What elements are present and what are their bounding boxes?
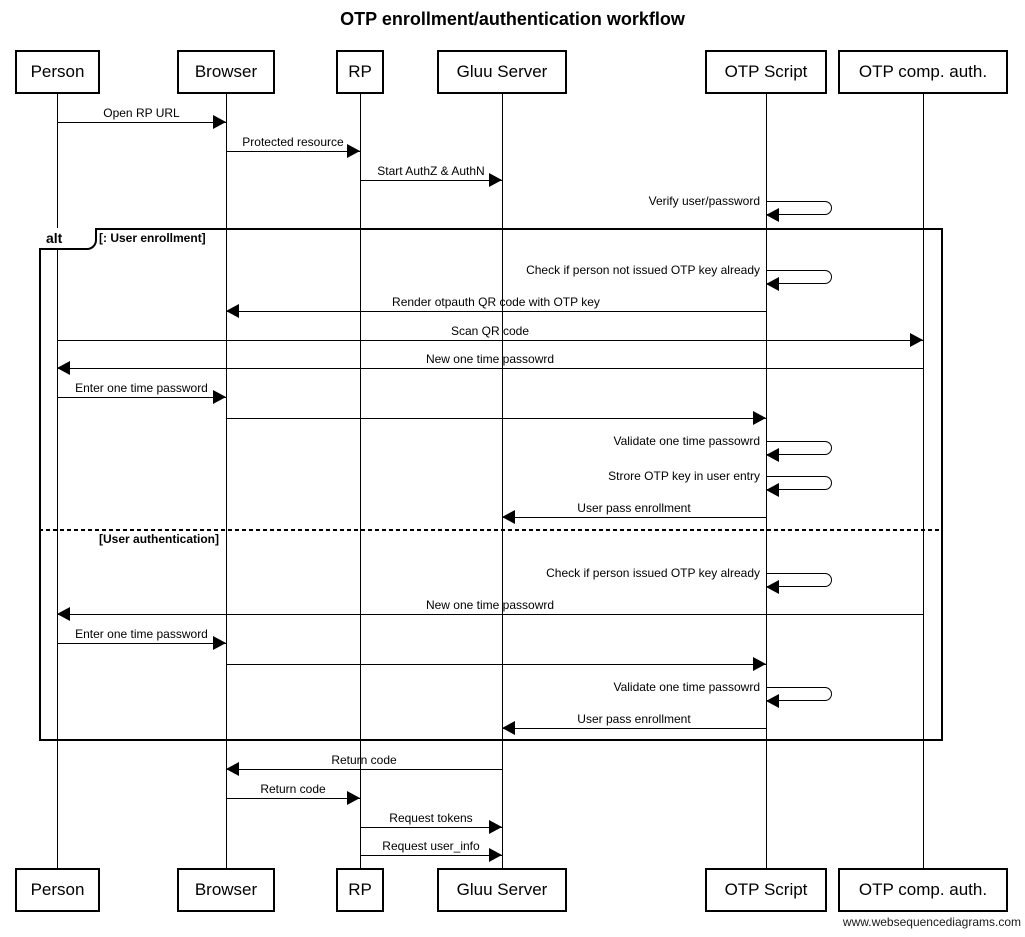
arrowhead-left: [766, 694, 779, 708]
message-label: Return code: [260, 782, 326, 796]
arrowhead-right: [489, 173, 502, 187]
actor-otp-comp-auth-top: OTP comp. auth.: [838, 50, 1008, 94]
message-line: [226, 769, 502, 770]
self-message-loop: [766, 270, 832, 284]
message-label: Request tokens: [389, 811, 473, 825]
message-line: [226, 311, 766, 312]
alt-condition-enrollment: [: User enrollment]: [99, 231, 206, 245]
arrowhead-right: [753, 657, 766, 671]
message-label: New one time passowrd: [425, 352, 555, 366]
message-line: [360, 180, 502, 181]
message-line: [57, 340, 923, 341]
message-label: Render otpauth QR code with OTP key: [392, 295, 600, 309]
actor-person-top: Person: [15, 50, 100, 94]
message-label: Request user_info: [382, 839, 480, 853]
arrowhead-left: [766, 277, 779, 291]
arrowhead-left: [502, 721, 515, 735]
arrowhead-left: [226, 304, 239, 318]
self-message-loop: [766, 476, 832, 490]
actor-rp-bottom: RP: [336, 868, 384, 912]
message-label: Enter one time password: [75, 381, 208, 395]
arrowhead-left: [502, 510, 515, 524]
message-label: Check if person issued OTP key already: [546, 566, 760, 580]
message-label: Validate one time passowrd: [613, 680, 760, 694]
arrowhead-left: [766, 580, 779, 594]
arrowhead-left: [57, 361, 70, 375]
actor-gluu-server-top: Gluu Server: [437, 50, 567, 94]
actor-rp-top: RP: [336, 50, 384, 94]
arrowhead-left: [766, 483, 779, 497]
watermark: www.websequencediagrams.com: [842, 915, 1021, 929]
message-line: [502, 517, 766, 518]
self-message-loop: [766, 201, 832, 215]
alt-operator-tab: alt: [39, 228, 97, 250]
arrowhead-right: [489, 820, 502, 834]
message-label: Return code: [331, 753, 397, 767]
arrowhead-right: [910, 333, 923, 347]
arrowhead-right: [753, 411, 766, 425]
message-line: [226, 151, 360, 152]
message-line: [57, 122, 226, 123]
actor-otp-comp-auth-bottom: OTP comp. auth.: [838, 868, 1008, 912]
self-message-loop: [766, 687, 832, 701]
message-label: Scan QR code: [450, 324, 530, 338]
message-line: [360, 855, 502, 856]
message-label: Strore OTP key in user entry: [608, 469, 760, 483]
arrowhead-left: [57, 607, 70, 621]
actor-otp-script-bottom: OTP Script: [705, 868, 827, 912]
message-line: [226, 418, 766, 419]
actor-person-bottom: Person: [15, 868, 100, 912]
message-line: [57, 614, 923, 615]
lifeline-person: [57, 94, 58, 868]
arrowhead-left: [766, 448, 779, 462]
actor-otp-script-top: OTP Script: [705, 50, 827, 94]
message-label: User pass enrollment: [577, 501, 691, 515]
arrowhead-left: [226, 762, 239, 776]
alt-divider: [39, 529, 943, 531]
message-line: [57, 368, 923, 369]
message-label: New one time passowrd: [425, 598, 555, 612]
actor-browser-bottom: Browser: [177, 868, 275, 912]
message-line: [502, 728, 766, 729]
arrowhead-left: [766, 208, 779, 222]
message-line: [226, 798, 360, 799]
message-label: Verify user/password: [648, 194, 760, 208]
message-line: [360, 827, 502, 828]
alt-condition-authentication: [User authentication]: [99, 532, 220, 546]
message-label: Start AuthZ & AuthN: [377, 164, 485, 178]
self-message-loop: [766, 441, 832, 455]
diagram-title: OTP enrollment/authentication workflow: [340, 9, 685, 29]
message-label: User pass enrollment: [577, 712, 691, 726]
arrowhead-right: [347, 791, 360, 805]
actor-browser-top: Browser: [177, 50, 275, 94]
lifeline-browser: [226, 94, 227, 868]
message-label: Protected resource: [242, 135, 344, 149]
lifeline-rp: [360, 94, 361, 868]
lifeline-otp-comp-auth: [923, 94, 924, 868]
message-line: [57, 643, 226, 644]
arrowhead-right: [489, 848, 502, 862]
arrowhead-right: [347, 144, 360, 158]
lifeline-gluu-server: [502, 94, 503, 868]
actor-gluu-server-bottom: Gluu Server: [437, 868, 567, 912]
alt-frame: [39, 228, 943, 741]
message-line: [57, 397, 226, 398]
arrowhead-right: [213, 115, 226, 129]
self-message-loop: [766, 573, 832, 587]
message-label: Enter one time password: [75, 627, 208, 641]
message-line: [226, 664, 766, 665]
message-label: Open RP URL: [103, 106, 180, 120]
message-label: Check if person not issued OTP key alrea…: [526, 263, 760, 277]
message-label: Validate one time passowrd: [613, 434, 760, 448]
arrowhead-right: [213, 636, 226, 650]
arrowhead-right: [213, 390, 226, 404]
